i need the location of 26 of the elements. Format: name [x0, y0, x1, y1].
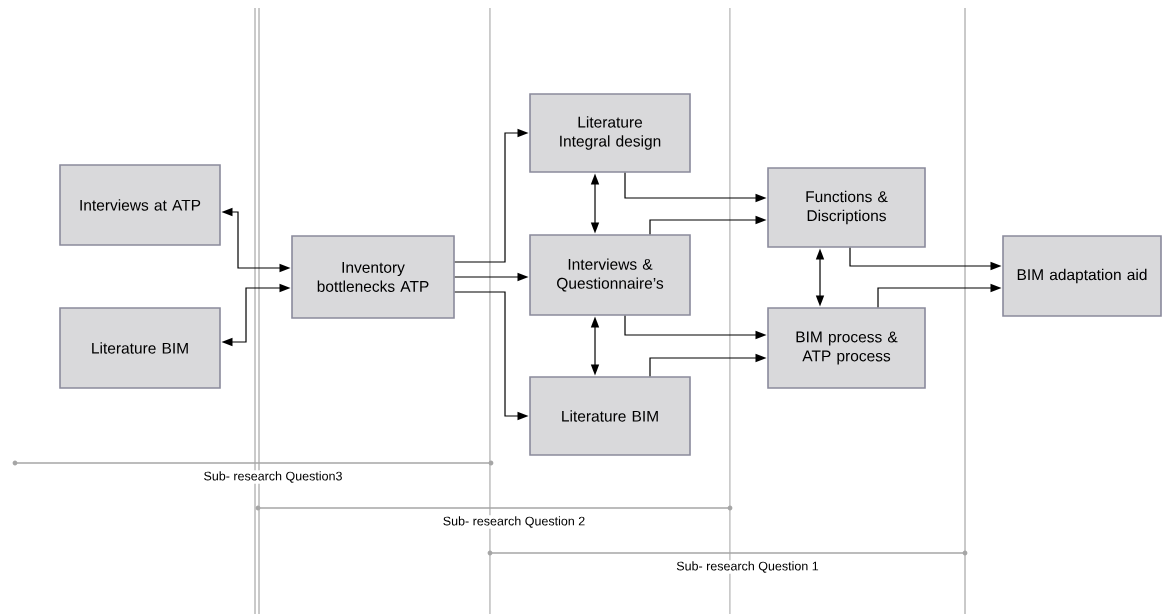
process-box: Interviews at ATP [59, 164, 221, 246]
process-box: Inventory bottlenecks ATP [291, 235, 455, 319]
arrow [815, 248, 825, 307]
process-box: Literature BIM [59, 307, 221, 389]
arrow [849, 247, 1002, 271]
arrow [454, 128, 529, 263]
arrow [221, 283, 291, 347]
process-box: Literature Integral design [529, 93, 691, 173]
arrow [624, 172, 767, 203]
span-label: Sub- research Question 2 [441, 515, 587, 529]
span-label: Sub- research Question 1 [675, 560, 820, 574]
process-box: BIM adaptation aid [1002, 235, 1162, 317]
arrow [590, 173, 600, 234]
process-box: BIM process & ATP process [767, 307, 926, 389]
process-box: Interviews & Questionnaire’s [529, 234, 691, 316]
process-box: Literature BIM [529, 376, 691, 456]
arrow [649, 353, 767, 377]
arrow [454, 291, 529, 421]
arrow [221, 207, 291, 273]
process-box: Functions & Discriptions [767, 167, 926, 248]
arrow [649, 215, 767, 235]
arrow [590, 316, 600, 376]
span-label: Sub- research Question3 [202, 470, 344, 484]
arrow [624, 315, 767, 340]
arrow [454, 272, 529, 282]
arrow [877, 283, 1002, 308]
